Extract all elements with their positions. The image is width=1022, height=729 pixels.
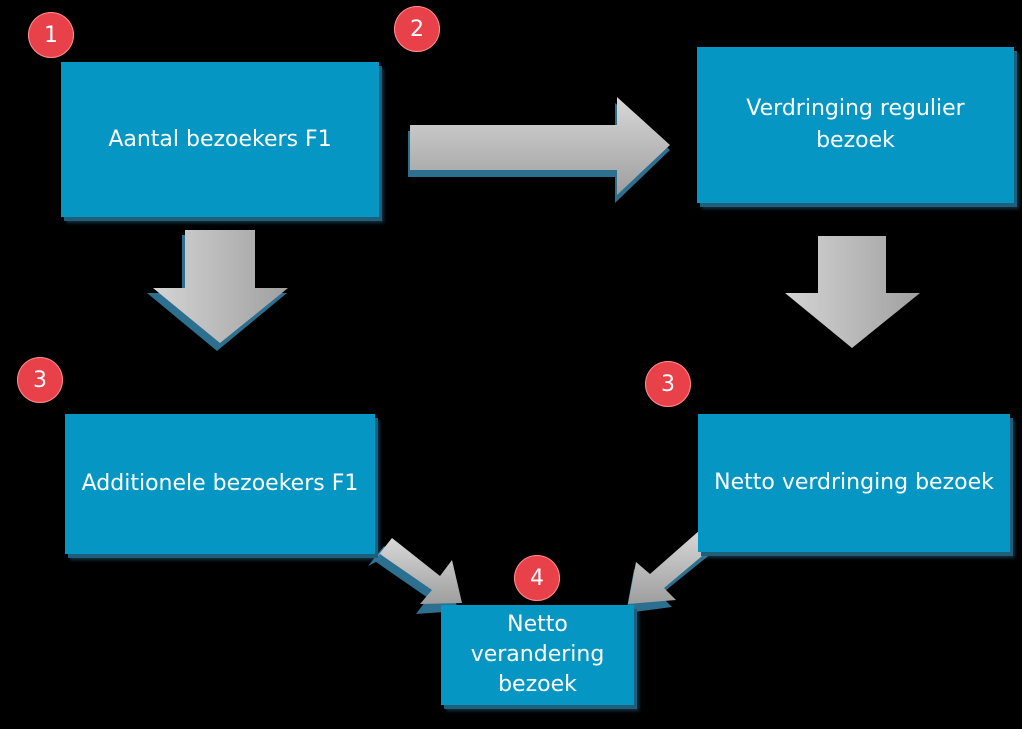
box-netto-verandering: Netto verandering bezoek: [441, 605, 634, 705]
step-badge-2: 2: [394, 6, 440, 52]
arrow-diagonal-left: [368, 538, 462, 614]
step-badge-1: 1: [28, 12, 74, 58]
box-netto-verdringing: Netto verdringing bezoek: [698, 414, 1010, 552]
box-netto-verdringing-label: Netto verdringing bezoek: [714, 470, 994, 495]
box-aantal-label: Aantal bezoekers F1: [108, 126, 332, 152]
step-badge-4: 4: [514, 555, 560, 601]
box-netto-verandering-label: Netto verandering bezoek: [470, 612, 605, 697]
box-additionele-bezoekers: Additionele bezoekers F1: [65, 414, 375, 554]
step-badge-3-right: 3: [645, 361, 691, 407]
arrow-down-left: [147, 230, 288, 351]
box-aantal-bezoekers: Aantal bezoekers F1: [61, 62, 379, 217]
box-verdringing-regulier: Verdringing regulier bezoek: [697, 47, 1014, 203]
arrow-down-right: [785, 236, 920, 348]
step-badge-3-left: 3: [17, 357, 63, 403]
box-additionele-label: Additionele bezoekers F1: [81, 471, 359, 496]
arrow-diagonal-right: [626, 530, 714, 613]
box-verdringing-label: Verdringing regulier bezoek: [746, 96, 965, 153]
arrow-right: [408, 97, 670, 203]
